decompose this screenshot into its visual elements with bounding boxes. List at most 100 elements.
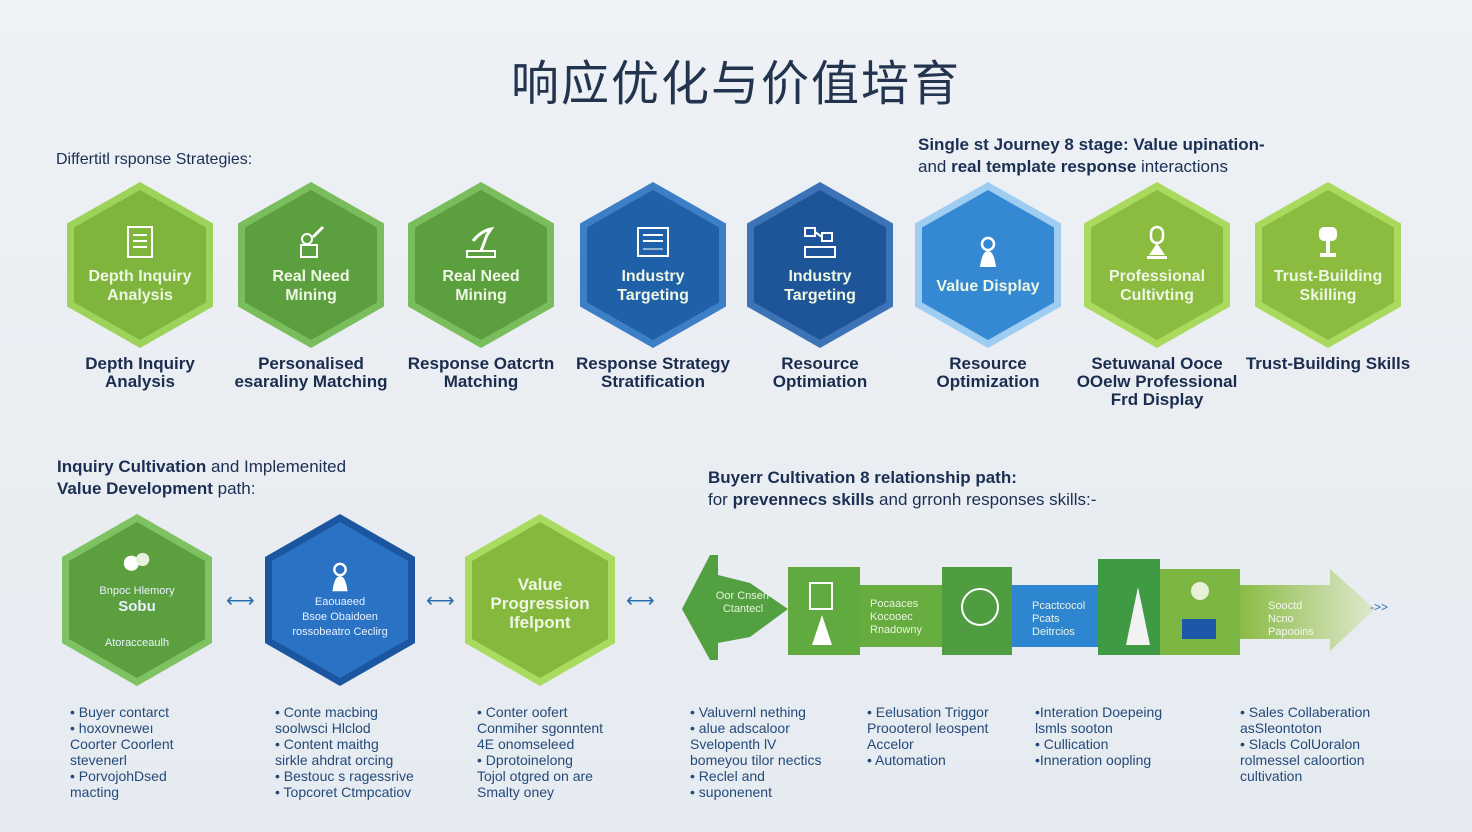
strategy-label: Response Strategy Stratification [576,354,730,391]
page-title: 响应优化与价值培育 [510,56,961,112]
journey-line1: Single st Journey 8 stage: Value upinati… [918,135,1265,154]
bullet-item: Proooterol leospent [867,720,989,736]
strategy-hexagon: Industry Targeting [580,182,726,348]
bullet-item: • Conter oofert [477,704,568,720]
hex-title: Industry Targeting [617,268,689,304]
document-icon [127,226,153,258]
strategy-hexagon: Depth Inquiry Analysis [67,182,213,348]
bullet-item: • Reclel and [690,768,765,784]
section-heading-cultivation: Inquiry Cultivation and Implemenited Val… [57,456,346,500]
flow-segment-3 [860,585,942,647]
bullet-item: • Content maithg [275,736,379,752]
buyer-path-bold: prevennecs skills [732,490,875,509]
pin-icon [1126,587,1150,645]
hex-title: Depth Inquiry Analysis [88,268,192,304]
hex-title: Bnpoc Hlemory [99,584,175,597]
journey-line2-pre: and [918,157,952,176]
double-arrow-icon: ⟷ [426,590,455,612]
bullet-item: 4E onomseleed [477,736,575,752]
strategy-label: Response Oatcrtn Matching [407,354,555,391]
bullet-item: Smalty oney [477,784,555,800]
flow-label-1: Oor Cnserr Ctantecl [715,590,771,615]
hex-subtitle: Bsoe Obaidoen rossobeatro Ceclirg [292,610,388,638]
strategy-label: Setuwanal Ooce OOelw Professional Frd Di… [1076,354,1238,409]
hand-tool-icon [300,225,325,258]
journey-line2-bold: real template response [951,157,1137,176]
bullet-item: bomeyou tilor nectics [690,752,822,768]
hex-title: Eaouaeed [314,595,366,608]
double-arrow-icon: ⟷ [626,590,655,612]
bullet-item: • Valuvernl nething [690,704,806,720]
bullet-item: • Buyer contarct [70,704,170,720]
strategy-hexagon: Value Display [915,182,1061,348]
flow-label-4: Sooctd Ncno Papooins [1268,600,1314,638]
hex-footer: Atoracceaulh [104,636,170,649]
hex-title: Real Need Mining [272,268,350,304]
badge-icon [1191,582,1209,600]
flow-segment-5 [1012,585,1098,647]
chat-bubbles-icon [123,552,150,571]
flow-segment-1 [682,555,788,660]
bullet-item: Conmiher sgonntent [477,720,604,736]
hex-subtitle: Sobu [118,597,156,615]
bullet-item: • suponenent [690,784,772,800]
user-icon [812,615,832,645]
bullet-item: cultivation [1240,768,1303,784]
bullet-item: sirkle ahdrat orcing [275,752,394,768]
bullet-item: • Eelusation Triggor [867,704,989,720]
screen-icon [637,227,669,257]
double-arrow-icon: ⟷ [226,590,255,612]
bullet-item: asSleontoton [1240,720,1322,736]
flow-segment-8 [1240,569,1375,651]
hex-title: Professional Cultivting [1108,268,1206,304]
flow-segment-4 [942,567,1012,655]
monitor-icon [961,588,999,626]
bullet-item: soolwsci Hlclod [275,720,371,736]
trophy-icon [1319,227,1337,257]
bullet-item: Tojol otgred on are [477,768,593,784]
network-icon [804,227,836,258]
strategy-label: Personalised esaraliny Matching [234,354,388,391]
strategy-hexagon: Industry Targeting [747,182,893,348]
buyer-path-rest: and grronh responses skills:- [874,490,1097,509]
bullet-item: •Inneration oopling [1035,752,1152,768]
bullet-item: macting [70,784,120,800]
arrow-end-icon: ->> [1370,600,1388,614]
bullet-item: Accelor [867,736,914,752]
cultivation-line2-bold: Value Development [57,479,213,498]
bullet-item: • Conte macbing [275,704,378,720]
stack-icon [1182,619,1216,639]
hex-title: Industry Targeting [784,268,856,304]
report-icon [809,582,833,610]
microphone-icon [1147,225,1167,259]
journey-line2-post: interactions [1136,157,1228,176]
bullet-item: • PorvojohDsed [70,768,167,784]
bullet-item: • Bestouc s ragessrive [275,768,414,784]
hex-title: Value Progression Ifelpont [490,574,590,632]
tool-icon [466,226,496,258]
bullet-item: Svelopenth lV [690,736,777,752]
hex-title: Real Need Mining [442,268,520,304]
bullet-list: •Interation Doepeing lsmls sooton• Culli… [1035,704,1162,768]
bullet-item: • hoxovneweı [70,720,154,736]
bullet-item: • Topcoret Ctmpcatiov [275,784,412,800]
section-heading-strategies: Differtitl rsponse Strategies: [56,151,253,168]
hex-title: Trust-Building Skilling [1273,268,1383,304]
bullet-item: stevenerl [70,752,127,768]
cultivation-line1-bold: Inquiry Cultivation [57,457,207,476]
bullet-item: • Automation [867,752,946,768]
bullet-item: • alue adscaloor [690,720,790,736]
strategy-label: Resource Optimization [936,354,1040,391]
strategy-hexagon: Professional Cultivting [1084,182,1230,348]
flow-segment-7 [1160,569,1240,655]
path-hexagon: Value Progression Ifelpont [465,514,615,686]
cultivation-line2-rest: path: [212,479,256,498]
person-icon [332,562,348,591]
